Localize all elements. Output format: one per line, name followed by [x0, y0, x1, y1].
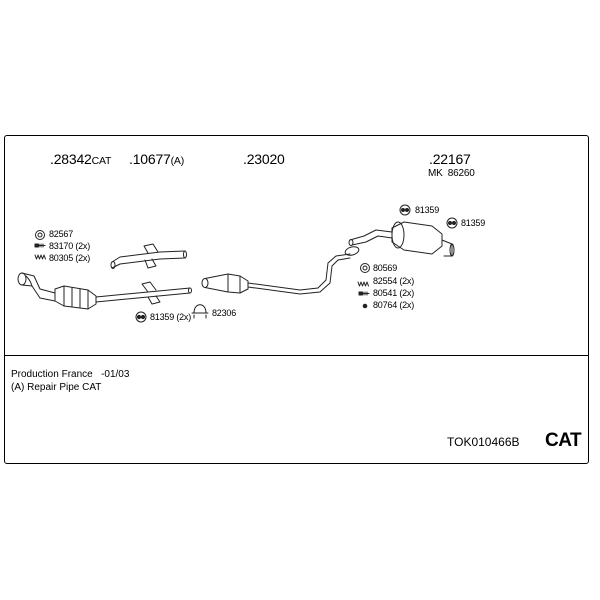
- center-muffler-icon: [201, 246, 360, 295]
- callout-bolt-rear: 80541 (2x): [373, 288, 415, 298]
- kit-code: TOK010466B: [447, 435, 520, 449]
- callout-rear-hanger-right: 81359: [461, 218, 486, 228]
- bolt-icon: [34, 243, 46, 248]
- callout-rear-hanger-top: 81359: [415, 205, 440, 215]
- callout-ring: 80569: [373, 263, 398, 273]
- part-number-rear-muffler: .22167: [429, 151, 471, 167]
- repair-pipe-note: (A) Repair Pipe CAT: [11, 382, 102, 393]
- diagram-frame: [4, 135, 589, 464]
- callout-bolt: 83170 (2x): [49, 241, 91, 251]
- catalytic-converter-icon: [17, 272, 192, 310]
- rear-muffler-icon: [348, 221, 455, 257]
- spring-icon-rear: [357, 281, 369, 287]
- part-number-catalytic: .28342CAT: [50, 151, 112, 167]
- mounting-kit-label: MK 86260: [428, 168, 475, 179]
- hanger-icon-left: [135, 311, 147, 323]
- callout-spring: 80305 (2x): [49, 253, 91, 263]
- nut-icon-rear: [362, 303, 368, 309]
- hanger-icon-rear-right: [446, 217, 458, 229]
- ring-icon: [360, 263, 370, 273]
- section-divider: [4, 355, 589, 356]
- spring-icon: [34, 254, 46, 260]
- callout-clamp: 82306: [212, 308, 237, 318]
- callout-gasket: 82567: [49, 229, 74, 239]
- part-number-repair-pipe: .10677(A): [129, 151, 185, 167]
- production-note: Production France -01/03: [11, 369, 130, 380]
- callout-nut-rear: 80764 (2x): [373, 300, 415, 310]
- clamp-icon: [191, 304, 209, 319]
- repair-pipe-icon: [110, 243, 187, 269]
- bolt-icon-rear: [358, 291, 370, 296]
- part-number-center-muffler: .23020: [243, 151, 285, 167]
- callout-hanger-left: 81359 (2x): [150, 312, 192, 322]
- cat-badge: CAT: [545, 430, 582, 451]
- callout-spring-rear: 82554 (2x): [373, 276, 415, 286]
- hanger-icon-rear-top: [399, 204, 411, 216]
- gasket-icon: [35, 230, 45, 240]
